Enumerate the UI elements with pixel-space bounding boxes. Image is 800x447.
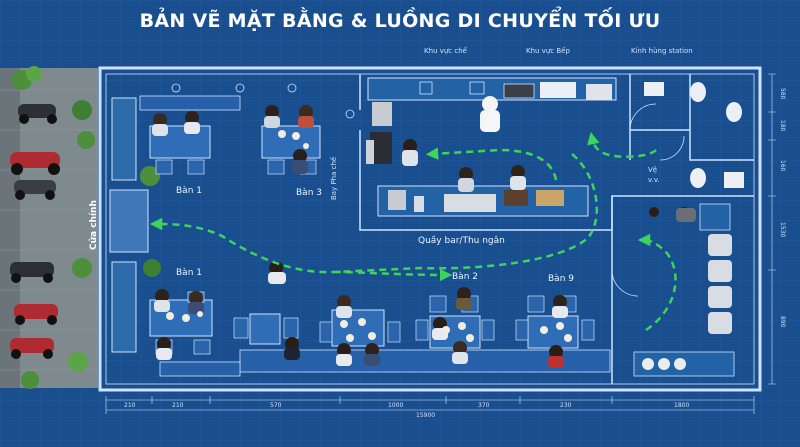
door-swings — [611, 103, 685, 297]
dimension-label: 1800 — [674, 402, 690, 409]
service-room — [633, 203, 735, 377]
motorbike-icon — [14, 180, 56, 200]
zone-label-ve-sinh-2: v.v. — [648, 176, 660, 184]
dimension-label: 370 — [478, 402, 490, 409]
ceiling-lights — [171, 83, 355, 119]
person-icon — [152, 96, 696, 368]
dimension-label: 570 — [270, 402, 282, 409]
kitchen-counter — [366, 77, 617, 164]
dimension-lines — [105, 73, 776, 414]
zone-label-cua-chinh: Cửa chính — [89, 200, 99, 250]
washing-machine-icon — [708, 260, 732, 282]
dimension-label: 210 — [124, 402, 136, 409]
table — [261, 125, 321, 159]
motorbike-icon — [18, 104, 57, 124]
plant-icon — [12, 66, 161, 389]
motorbike-icon — [14, 304, 58, 325]
interior-walls — [359, 74, 754, 384]
motorbike-icon — [10, 262, 54, 283]
zone-label-khu-vuc-che: Khu vực chế — [424, 47, 467, 55]
bench-seating — [139, 95, 611, 377]
washing-machine-icon — [708, 234, 732, 256]
table — [249, 313, 281, 345]
motorbike-icon — [10, 338, 54, 359]
washing-machine-icon — [708, 312, 732, 334]
dimension-label: 230 — [560, 402, 572, 409]
table — [527, 315, 579, 349]
dimension-label: 160 — [779, 160, 786, 172]
washing-machine-icon — [708, 286, 732, 308]
dimension-label: 1530 — [779, 222, 786, 238]
dimension-label: 890 — [779, 316, 786, 328]
food-plates — [166, 130, 572, 342]
dimension-label: 1000 — [388, 402, 404, 409]
table-label-ban-2: Bàn 2 — [452, 272, 478, 282]
table-label-ban-1-bottom: Bàn 1 — [176, 268, 202, 278]
zone-label-bay-pha-che: Bay Pha chế — [330, 156, 338, 200]
building-walls — [98, 66, 762, 392]
zone-label-khu-vuc-bep: Khu vực Bếp — [526, 47, 570, 55]
zone-label-ve-sinh: Vệ — [648, 166, 658, 174]
entrance-door — [109, 97, 149, 353]
page-title: BẢN VẼ MẶT BẰNG & LUỒNG DI CHUYỂN TỐI ƯU — [139, 10, 661, 32]
bar-counter — [377, 185, 589, 217]
movement-flow-arrows — [149, 131, 677, 332]
toilet-icon — [644, 82, 744, 188]
table-label-ban-9: Bàn 9 — [548, 274, 574, 284]
zone-label-kinh-hung-station: Kính hùng station — [631, 47, 693, 55]
table-label-ban-1-top: Bàn 1 — [176, 186, 202, 196]
motorbike-icon — [10, 152, 60, 175]
dimension-label: 580 — [779, 88, 786, 100]
dimension-label: 180 — [779, 120, 786, 132]
table-label-ban-3: Bàn 3 — [296, 188, 322, 198]
zone-label-quay-bar: Quầy bar/Thu ngân — [418, 236, 505, 246]
dimension-total-label: 15900 — [416, 412, 436, 419]
dimension-label: 210 — [172, 402, 184, 409]
sidewalk — [0, 68, 98, 388]
